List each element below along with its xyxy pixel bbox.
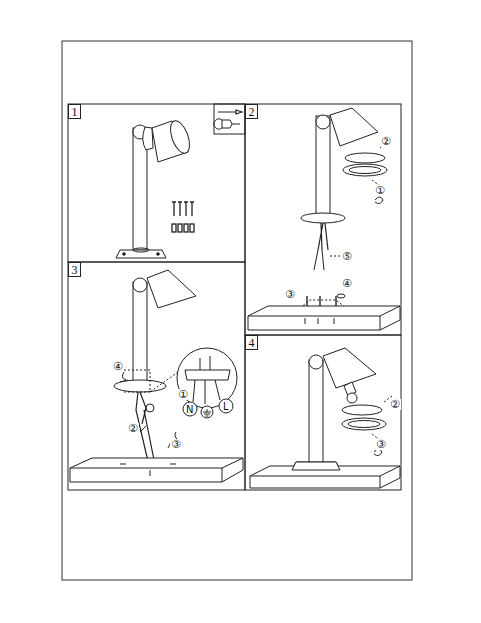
step-number: 3 xyxy=(72,264,78,276)
step-number: 2 xyxy=(249,106,255,118)
callout-number: ⑤ xyxy=(341,251,353,262)
callout-number: ③ xyxy=(375,439,387,450)
callout-number: ② xyxy=(380,136,392,147)
wire-label: N xyxy=(185,404,194,415)
callout-number: ② xyxy=(127,423,139,434)
callout-number: ④ xyxy=(112,361,124,372)
callout-number: ② xyxy=(389,399,401,410)
callout-number: ③ xyxy=(284,289,296,300)
callout-number: ① xyxy=(374,185,386,196)
callout-number: ④ xyxy=(341,278,353,289)
callout-number: ③ xyxy=(170,439,182,450)
step-number-box: 2 xyxy=(245,104,258,119)
step-number: 4 xyxy=(249,337,255,349)
step-number-box: 1 xyxy=(68,104,81,119)
step-number: 1 xyxy=(72,106,78,118)
wire-label: L xyxy=(222,401,230,412)
callout-number: ① xyxy=(177,389,189,400)
step-number-box: 4 xyxy=(245,335,258,350)
step-number-box: 3 xyxy=(68,262,81,277)
